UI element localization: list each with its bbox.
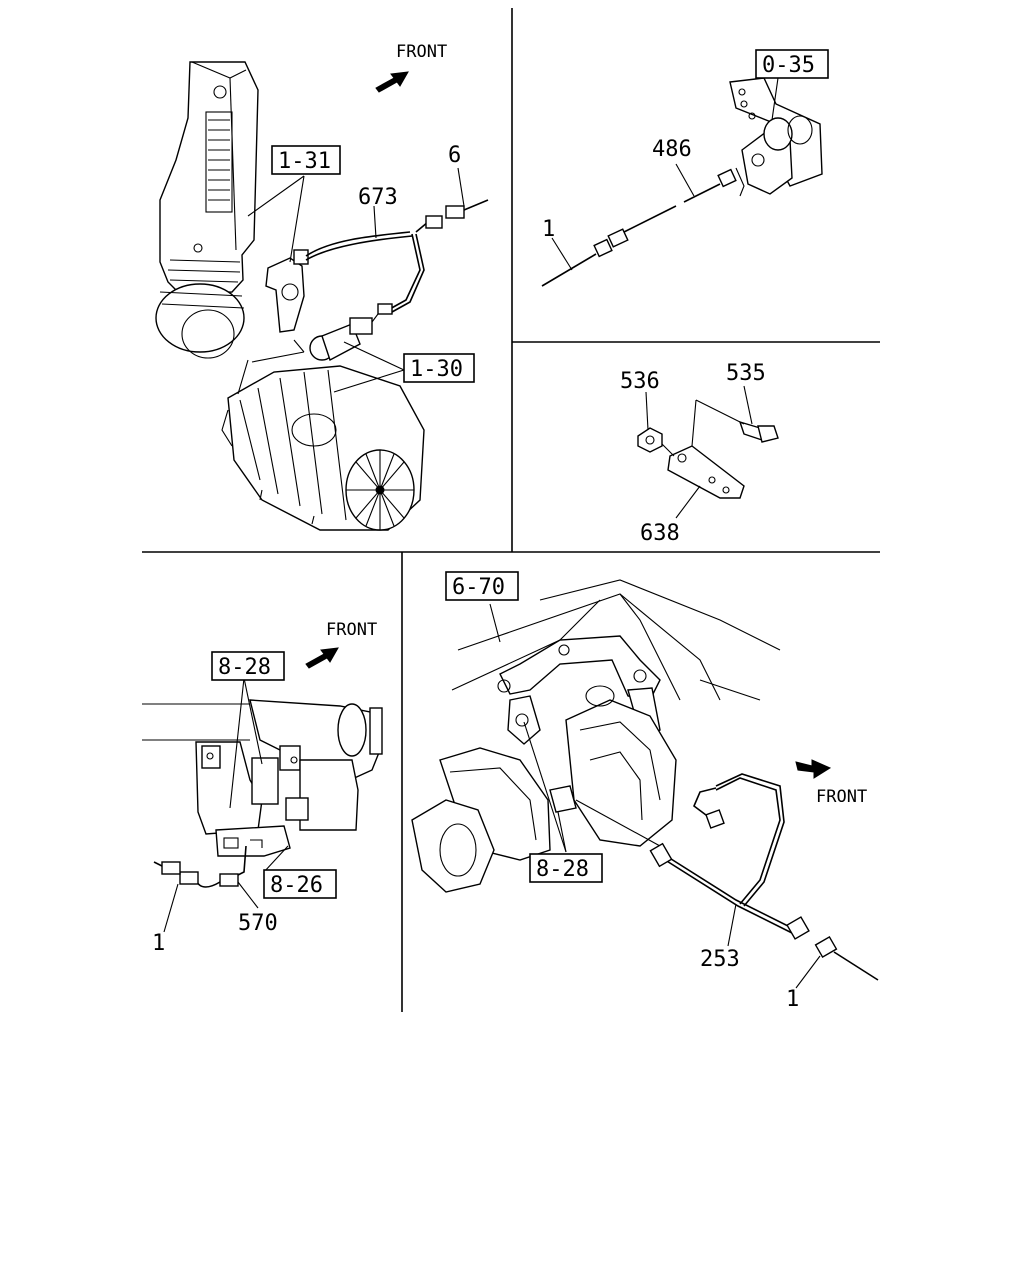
leaders-panel-2: [551, 77, 779, 271]
nut-536: [637, 427, 663, 453]
air-cleaner: [221, 365, 425, 531]
panel-air-intake: FRONT: [155, 42, 489, 531]
leaders-panel-4: [163, 677, 289, 933]
callout-1-panel4: 1: [152, 931, 165, 956]
harness-570: [153, 845, 247, 888]
leaders-panel-5: [489, 603, 821, 989]
harness-486: [541, 168, 737, 287]
sensor-connector: [309, 313, 379, 362]
ref-1-30-text: 1-30: [410, 357, 463, 382]
ref-box-1-31: [271, 145, 341, 175]
callout-570: 570: [238, 911, 278, 936]
callout-673: 673: [358, 185, 398, 210]
harness-673: [305, 199, 489, 315]
front-label-3: FRONT: [816, 787, 867, 807]
ref-box-8-28-panel5: [529, 853, 603, 883]
panel-horns: FRONT: [411, 571, 879, 1012]
callout-1-panel2: 1: [542, 217, 555, 242]
intake-snorkel: [155, 61, 259, 359]
front-arrow-2: [305, 647, 339, 669]
sensor-bracket: [265, 249, 309, 333]
ref-box-8-28-panel4: [211, 651, 285, 681]
ref-1-31-text: 1-31: [278, 149, 331, 174]
front-arrow-3: [795, 759, 832, 779]
callout-638: 638: [640, 521, 680, 546]
ref-6-70-text: 6-70: [452, 575, 505, 600]
panel-module: FRONT: [142, 620, 383, 956]
panel-switch-bracket: 0-35 486 1: [541, 49, 829, 287]
panel-dividers: [142, 8, 880, 1012]
leaders-panel-1: [237, 167, 465, 395]
ref-box-6-70: [445, 571, 519, 601]
bracket-638: [667, 399, 745, 499]
ref-box-1-30: [403, 353, 475, 383]
horn-connector: [549, 785, 661, 847]
ref-box-8-26: [263, 869, 337, 899]
ref-8-26-text: 8-26: [270, 873, 323, 898]
ref-box-0-35: [755, 49, 829, 79]
callout-6: 6: [448, 143, 461, 168]
bolt-535: [738, 420, 779, 443]
front-label-2: FRONT: [326, 620, 377, 640]
ref-8-28-panel5-text: 8-28: [536, 857, 589, 882]
callout-1-panel5: 1: [786, 987, 799, 1012]
callout-535: 535: [726, 361, 766, 386]
harness-253: [649, 773, 879, 981]
callout-253: 253: [700, 947, 740, 972]
switch-assembly: [729, 77, 823, 197]
horn-left: [411, 747, 551, 893]
module-assembly: [142, 699, 383, 857]
frame-member: [451, 579, 781, 701]
horn-right: [565, 685, 677, 847]
callout-536: 536: [620, 369, 660, 394]
callout-486: 486: [652, 137, 692, 162]
ref-0-35-text: 0-35: [762, 53, 815, 78]
front-label-1: FRONT: [396, 42, 447, 62]
front-arrow-1: [375, 71, 409, 93]
ref-8-28-panel4-text: 8-28: [218, 655, 271, 680]
leaders-panel-3: [645, 385, 753, 519]
panel-bracket: 536 535 638: [620, 361, 779, 546]
